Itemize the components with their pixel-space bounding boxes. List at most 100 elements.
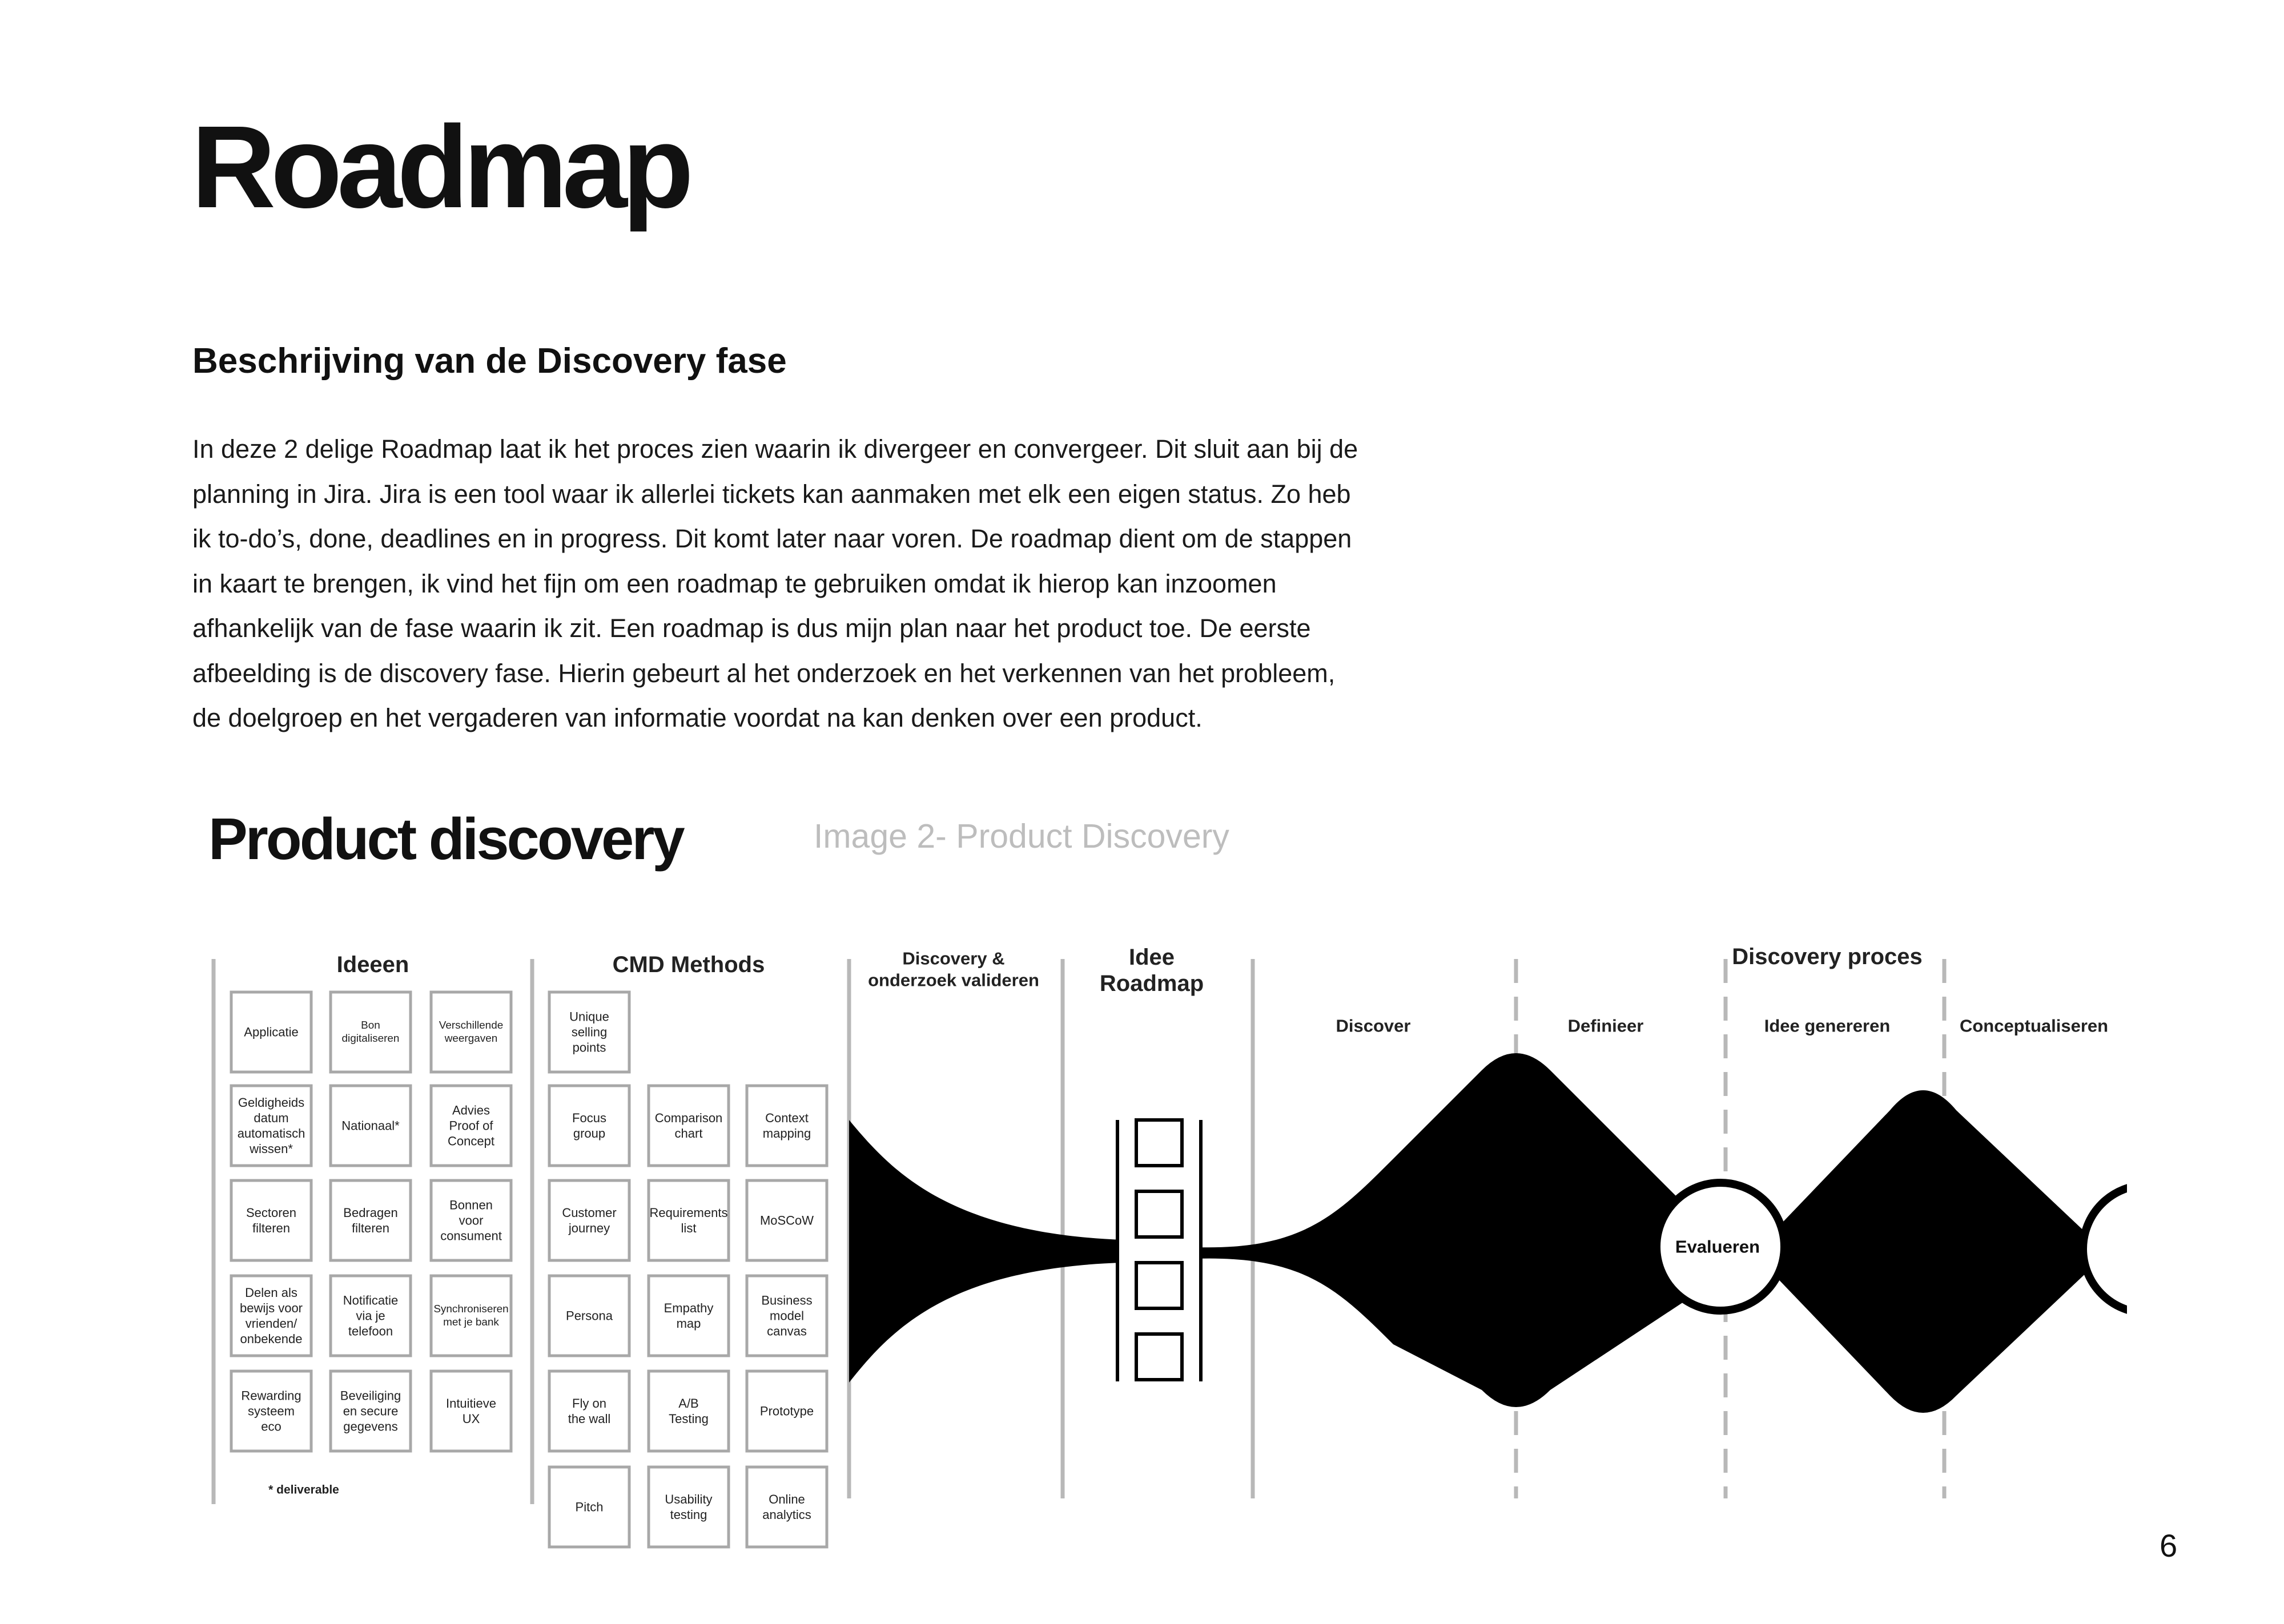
diamond-discover-define [1196,1053,1736,1407]
section-heading: Beschrijving van de Discovery fase [192,341,787,381]
next-phase-circle [2079,1184,2127,1314]
image-caption: Image 2- Product Discovery [814,817,1229,855]
card-label: Nationaal* [341,1119,400,1133]
column-headers: Ideeen CMD Methods Discovery &onderzoek va… [337,944,2108,1036]
roadmap-step [1135,1118,1184,1167]
method-card: MoSCoW [745,1179,829,1262]
body-line: In deze 2 delige Roadmap laat ik het pro… [192,434,1358,464]
body-line: in kaart te brengen, ik vind het fijn om… [192,569,1277,598]
cmd-methods-header: CMD Methods [613,952,765,977]
roadmap-step [1135,1261,1184,1310]
page-number: 6 [2160,1528,2178,1563]
validation-funnel [849,1120,1122,1383]
column-dividers [211,959,1255,1504]
roadmap-step [1135,1190,1184,1239]
page-title: Roadmap [191,102,694,232]
idea-card: Nationaal* [329,1084,412,1167]
card-label: Persona [566,1309,613,1323]
ideeen-header: Ideeen [337,952,409,977]
phase-label: Conceptualiseren [1960,1016,2108,1036]
process-shapes [849,1053,2127,1413]
card-label: Pitch [576,1500,604,1514]
body-line: afhankelijk van de fase waarin ik zit. E… [192,614,1311,643]
discovery-process-header: Discovery proces [1732,944,1923,969]
card-label: MoSCoW [760,1214,814,1228]
body-line: ik to-do’s, done, deadlines en in progre… [192,524,1352,553]
phase-label: Discover [1336,1016,1411,1036]
validation-header: Discovery &onderzoek valideren [868,949,1039,990]
method-card: Persona [548,1274,631,1357]
method-card: Pitch [548,1465,631,1549]
body-line: afbeelding is de discovery fase. Hierin … [192,658,1336,688]
deliverable-footnote: * deliverable [268,1484,339,1497]
idea-card: Applicatie [230,990,313,1074]
evaluate-circle [1652,1179,1788,1315]
idee-roadmap-ladder [1116,1118,1203,1383]
diamond-ideate-concept [1759,1090,2101,1413]
body-line: de doelgroep en het vergaderen van infor… [192,703,1203,732]
method-card: Prototype [745,1369,829,1453]
card-label: Applicatie [244,1025,298,1039]
body-line: planning in Jira. Jira is een tool waar … [192,479,1351,509]
evaluate-label: Evalueren [1675,1237,1760,1257]
diagram-title: Product discovery [208,806,685,872]
card-label: Prototype [760,1404,814,1419]
roadmap-step [1135,1332,1184,1381]
phase-label: Definieer [1568,1016,1644,1036]
phase-label: Idee genereren [1764,1016,1891,1036]
